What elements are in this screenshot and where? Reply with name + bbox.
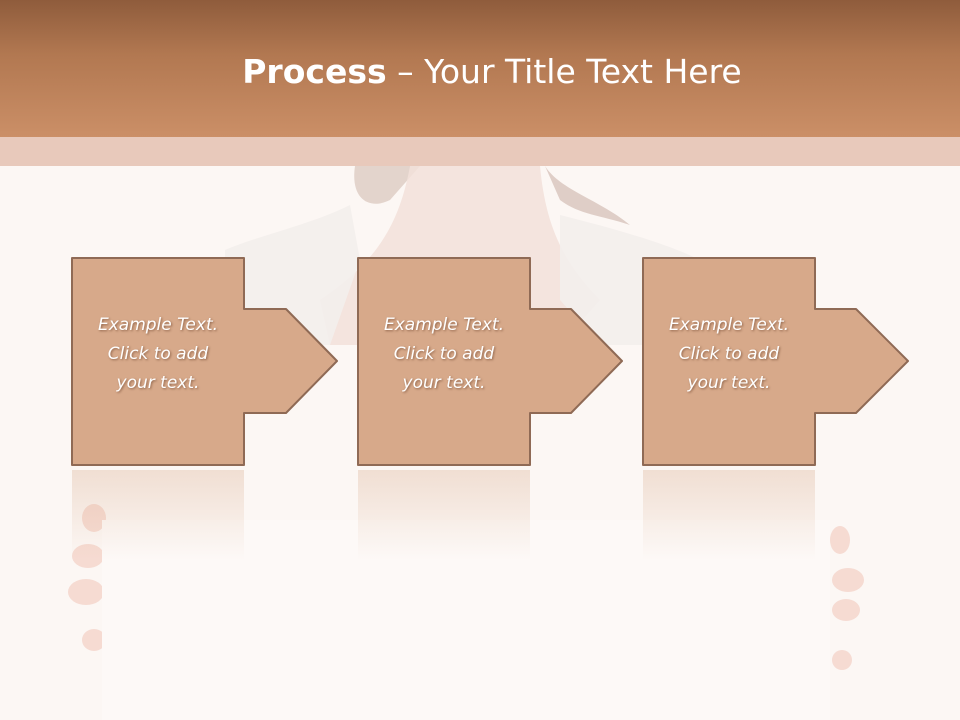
step-3-shape[interactable] bbox=[642, 257, 909, 466]
hand-right-3 bbox=[832, 599, 860, 621]
slide-title[interactable]: Process – Your Title Text Here bbox=[0, 52, 960, 91]
step-2-text[interactable]: Example Text. Click to add your text. bbox=[383, 315, 505, 393]
step-1-shape[interactable] bbox=[71, 257, 338, 466]
title-bar bbox=[0, 0, 960, 137]
hand-right-4 bbox=[832, 650, 852, 670]
title-regular-part: – Your Title Text Here bbox=[386, 52, 742, 91]
hand-right-1 bbox=[830, 526, 850, 554]
title-bar-band bbox=[0, 137, 960, 166]
title-bold-part: Process bbox=[242, 52, 387, 91]
hair-shape bbox=[354, 166, 420, 204]
step-3-text[interactable]: Example Text. Click to add your text. bbox=[668, 315, 790, 393]
step-2-shape[interactable] bbox=[357, 257, 623, 466]
hand-left-4 bbox=[82, 629, 106, 651]
step-1-text[interactable]: Example Text. Click to add your text. bbox=[97, 315, 219, 393]
hand-right-2 bbox=[832, 568, 864, 592]
diagram-reflection bbox=[72, 470, 815, 560]
hair-shape-right bbox=[545, 166, 630, 225]
hand-left-3 bbox=[68, 579, 104, 605]
